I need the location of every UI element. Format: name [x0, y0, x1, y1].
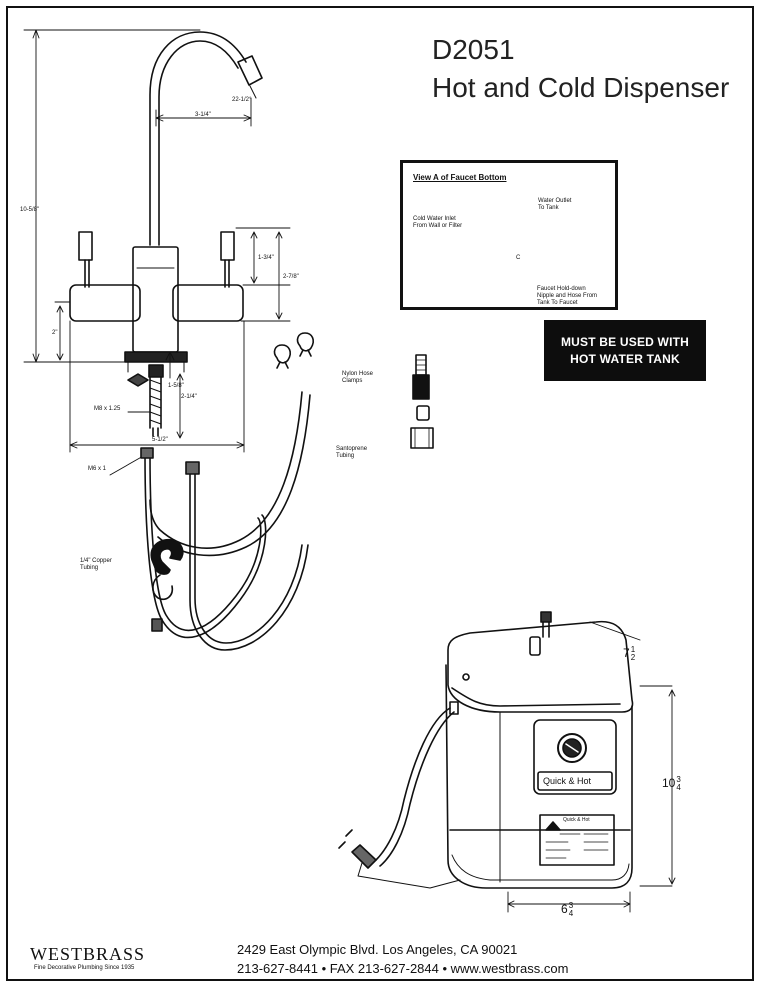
tubing-line1: Santoprene: [336, 446, 368, 452]
dim-height: 10-5/8": [20, 207, 40, 213]
clamps-line2: Clamps: [342, 378, 363, 384]
tank-depth-num: 1: [630, 645, 636, 654]
dim-handle-height: 1-3/4": [258, 255, 274, 261]
dim-thread-length: 2-1/4": [181, 394, 197, 400]
company-address: 2429 East Olympic Blvd. Los Angeles, CA …: [237, 942, 518, 957]
copper-line2: Tubing: [80, 565, 99, 571]
dim-base-height: 2": [52, 330, 58, 336]
marker-c: C: [516, 255, 521, 261]
brand-tagline: Fine Decorative Plumbing Since 1935: [34, 965, 135, 971]
warning-notice: MUST BE USED WITH HOT WATER TANK: [544, 320, 706, 381]
copper-label: 1/4" Copper Tubing: [80, 558, 112, 572]
tank-dimension-lines: [507, 621, 676, 913]
notice-line2: HOT WATER TANK: [570, 351, 680, 366]
supply-tubes: [140, 391, 311, 651]
tubing-line2: Tubing: [336, 453, 355, 459]
tank-label: Quick & Hot: [543, 776, 592, 786]
view-a-panel: View A of Faucet Bottom: [400, 160, 618, 310]
clamps-label: Nylon Hose Clamps: [342, 371, 373, 385]
model-number: D2051: [432, 34, 515, 65]
hold-down-label: Faucet Hold-down Nipple and Hose From Ta…: [537, 286, 597, 307]
copper-line1: 1/4" Copper: [80, 558, 112, 564]
tank-depth-den: 2: [630, 653, 636, 662]
sheet-border: [6, 6, 754, 981]
dim-width: 5-1/2": [152, 437, 168, 443]
tank-depth-whole: 7: [623, 646, 630, 661]
hold-down-line2: Nipple and Hose From: [537, 293, 598, 299]
faucet-dimension-lines: [23, 29, 291, 476]
compression-fitting: [410, 354, 434, 449]
dim-shank-length: 1-5/8": [168, 383, 184, 389]
view-a-title: View A of Faucet Bottom: [413, 173, 507, 182]
dim-body-height: 2-7/8": [283, 274, 299, 280]
cold-inlet-line2: From Wall or Filter: [413, 223, 463, 229]
cold-inlet-label: Cold Water Inlet From Wall or Filter: [413, 216, 462, 230]
product-title: Hot and Cold Dispenser: [432, 72, 730, 103]
cold-inlet-line1: Cold Water Inlet: [413, 216, 456, 222]
dim-shank-thread: M8 x 1.25: [94, 406, 121, 412]
clamps-line1: Nylon Hose: [342, 371, 374, 377]
tank-width-den: 4: [568, 909, 574, 918]
notice-line1: MUST BE USED WITH: [560, 334, 690, 349]
water-outlet-label: Water Outlet To Tank: [538, 198, 571, 212]
hold-down-line1: Faucet Hold-down: [537, 286, 586, 292]
brand-logo: WESTBRASS: [30, 944, 146, 964]
water-outlet-line1: Water Outlet: [538, 198, 572, 204]
sticker-title: Quick & Hot: [563, 817, 590, 823]
dim-tube-thread: M6 x 1: [88, 466, 107, 472]
water-outlet-line2: To Tank: [538, 205, 559, 211]
hot-water-tank: [338, 611, 634, 889]
tank-width-num: 3: [568, 901, 574, 910]
tank-height-whole: 10: [662, 776, 676, 791]
faucet-illustration: [69, 31, 263, 437]
hose-clamps: [273, 332, 314, 369]
hold-down-line3: Tank To Faucet: [537, 300, 578, 306]
tank-height-num: 3: [676, 775, 681, 784]
dim-spout-angle: 22-1/2°: [232, 97, 252, 103]
company-contact: 213-627-8441 • FAX 213-627-2844 • www.we…: [237, 961, 569, 976]
tubing-label: Santoprene Tubing: [336, 446, 367, 460]
dim-reach: 3-1/4": [195, 112, 211, 118]
tank-width-whole: 6: [561, 902, 568, 917]
tank-height-den: 4: [676, 783, 681, 792]
